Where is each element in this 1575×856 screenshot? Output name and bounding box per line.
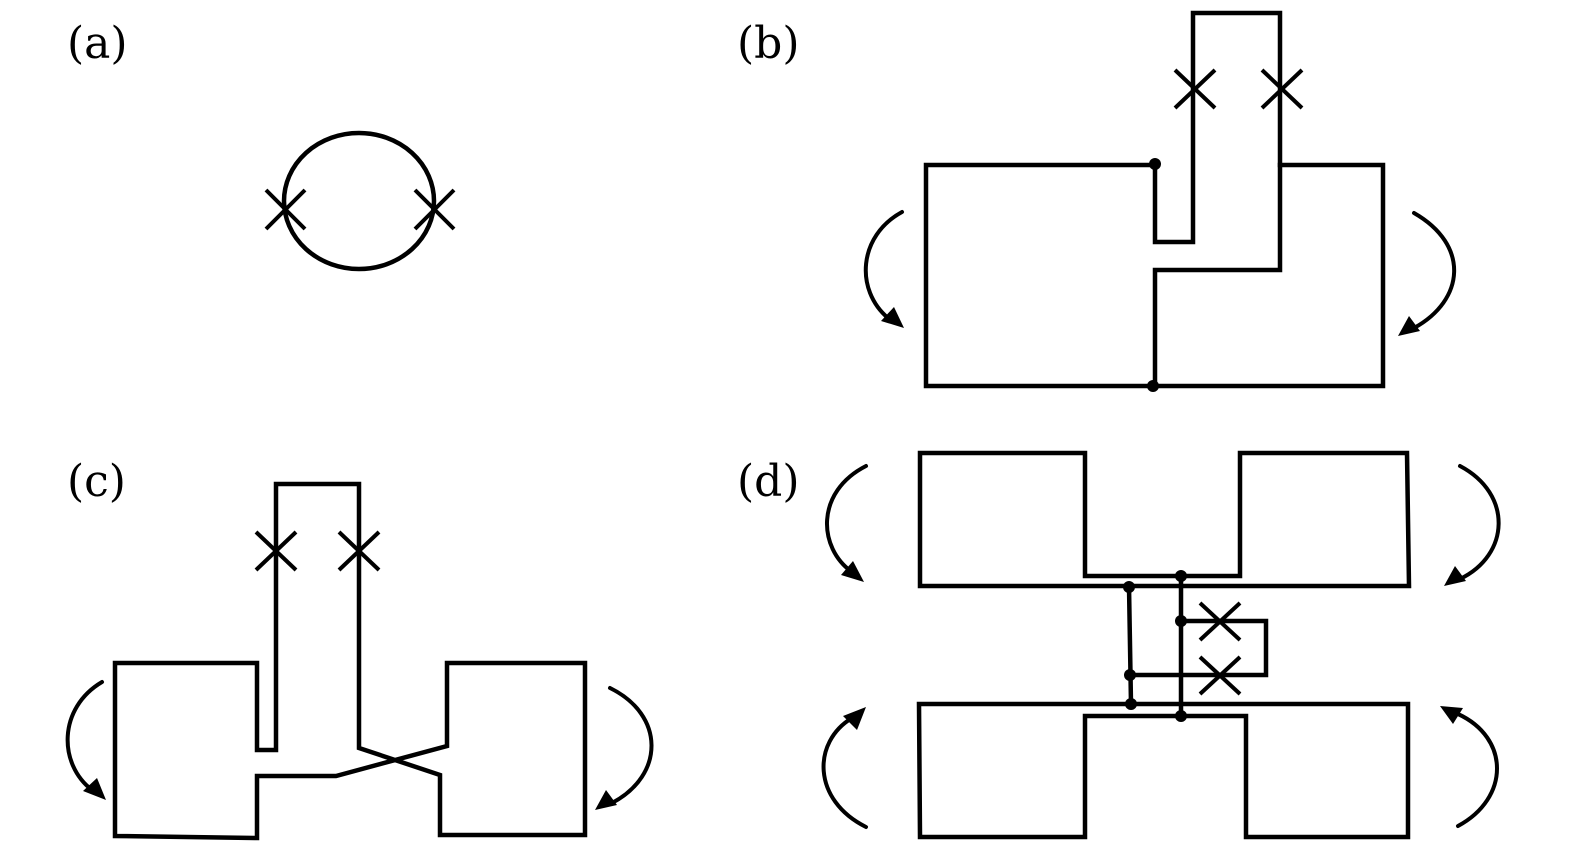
side-loop-path: [1127, 618, 1269, 678]
rotation-arrow-right: [1398, 211, 1457, 336]
junction-cross-left: [254, 530, 298, 572]
connector-left: [1126, 583, 1134, 707]
panel-d: (d): [737, 450, 1501, 840]
node-2: [1123, 581, 1135, 593]
node-bottom: [1147, 380, 1159, 392]
rotation-arrow-bottom-left: [821, 707, 868, 829]
junction-cross-upper: [1198, 601, 1242, 642]
upper-loop-path: [917, 450, 1412, 589]
junction-cross-left: [264, 188, 307, 231]
junction-cross-right: [337, 530, 381, 572]
node-4: [1124, 669, 1136, 681]
node-3: [1175, 615, 1187, 627]
node-1: [1175, 570, 1187, 582]
rotation-arrow-top-right: [1444, 464, 1501, 586]
rotation-arrow-left: [863, 210, 904, 328]
panel-label-b: (b): [737, 18, 800, 69]
lower-loop-path: [916, 701, 1411, 840]
rotation-arrow-left: [65, 680, 106, 800]
junction-cross-left: [1173, 68, 1217, 110]
rotation-arrow-top-left: [824, 464, 868, 582]
rotation-arrow-bottom-right: [1440, 706, 1499, 828]
panel-label-a: (a): [67, 18, 128, 69]
panel-c: (c): [65, 456, 654, 841]
panel-label-d: (d): [737, 456, 800, 507]
panel-label-c: (c): [67, 456, 126, 507]
node-top: [1149, 158, 1161, 170]
panel-a: (a): [67, 18, 456, 272]
panel-b: (b): [737, 10, 1457, 392]
stem-loop-path: [112, 481, 588, 841]
node-6: [1175, 710, 1187, 722]
rotation-arrow-right: [595, 686, 654, 810]
junction-cross-right: [413, 188, 456, 231]
junction-cross-right: [1260, 68, 1304, 110]
junction-cross-lower: [1198, 655, 1242, 696]
node-5: [1125, 698, 1137, 710]
circle-loop: [281, 130, 437, 272]
stem-loop-path: [1152, 10, 1283, 389]
